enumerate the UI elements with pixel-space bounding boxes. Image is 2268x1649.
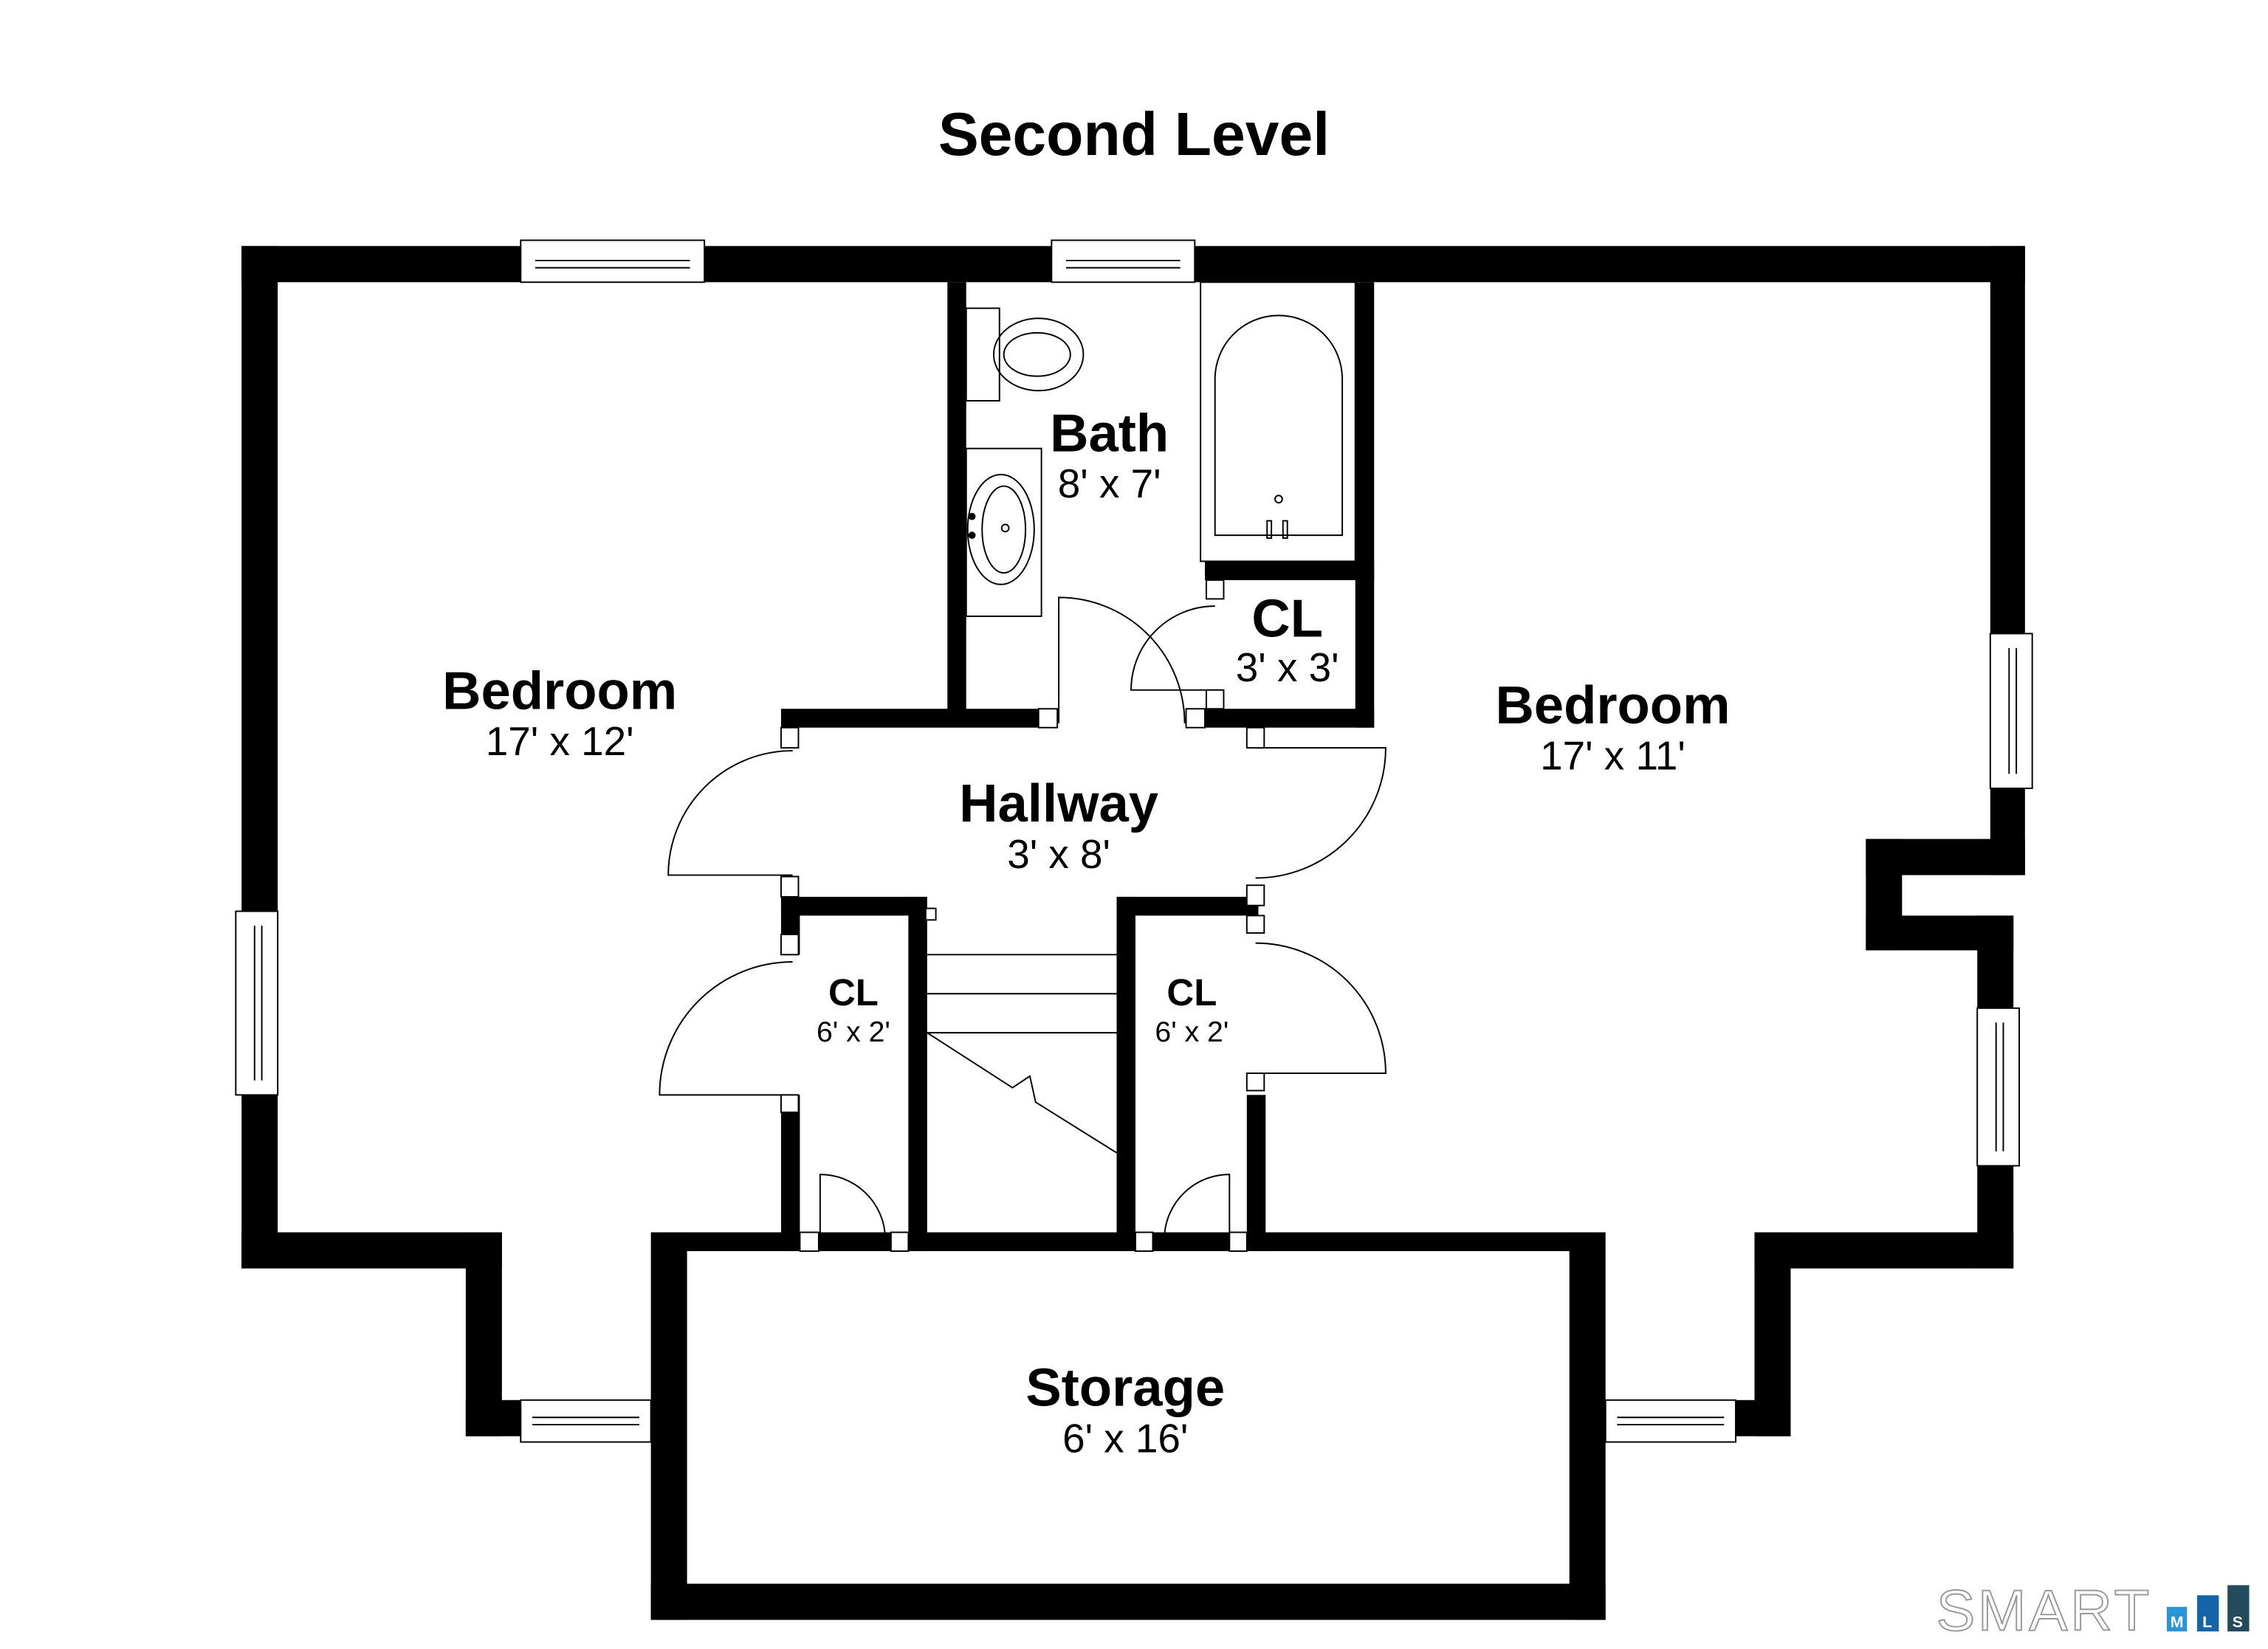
door-closet-right [1255, 942, 1386, 1074]
logo-block-l [2197, 1595, 2219, 1632]
window [1976, 1007, 2020, 1167]
logo-letter: L [2202, 1612, 2212, 1631]
room-name: Bath [1050, 404, 1169, 464]
interior-walls [780, 282, 1375, 1251]
vanity [965, 447, 1042, 617]
logo-block-s [2227, 1585, 2250, 1632]
smart-mls-logo: SMART M L S [1936, 1577, 2250, 1643]
room-name: Storage [1025, 1358, 1225, 1418]
room-dims: 17' x 11' [1540, 733, 1685, 779]
room-name: CL [1166, 971, 1217, 1013]
door-closet-bath [1130, 605, 1215, 691]
room-dims: 6' x 2' [817, 1016, 890, 1048]
room-dims: 17' x 12' [486, 718, 634, 764]
window [235, 910, 279, 1096]
bathtub [1200, 281, 1356, 562]
window [1604, 1399, 1736, 1443]
stairs [924, 907, 1118, 1154]
room-name: CL [1251, 588, 1323, 648]
door-storage-left [819, 1174, 886, 1237]
door-storage-right [1164, 1174, 1231, 1237]
doors [659, 579, 1386, 1252]
room-labels: Bedroom 17' x 12' Bath 8' x 7' CL 3' x 3… [442, 404, 1730, 1462]
toilet-tank [965, 307, 1000, 402]
windows [235, 239, 2033, 1443]
room-dims: 6' x 16' [1062, 1415, 1188, 1461]
sink [966, 473, 1035, 585]
plan-title: Second Level [938, 101, 1330, 168]
room-name: CL [828, 971, 879, 1013]
logo-letter: S [2233, 1612, 2243, 1631]
room-dims: 3' x 3' [1236, 644, 1339, 690]
window [1051, 239, 1196, 283]
room-dims: 6' x 2' [1155, 1016, 1228, 1048]
bath-fixtures [965, 281, 1356, 617]
door-bedroom-right [1255, 747, 1386, 879]
toilet-bowl [992, 317, 1085, 392]
window [1989, 633, 2033, 789]
logo-letter: M [2171, 1612, 2184, 1631]
room-dims: 8' x 7' [1058, 461, 1161, 506]
room-name: Bedroom [1495, 675, 1730, 735]
room-name: Hallway [959, 774, 1158, 833]
logo-block-m [2166, 1606, 2188, 1632]
room-dims: 3' x 8' [1007, 831, 1110, 877]
door-bedroom-left [667, 750, 793, 876]
room-name: Bedroom [442, 661, 677, 720]
window [520, 1399, 652, 1443]
logo-text: SMART [1937, 1577, 2152, 1642]
window [520, 239, 706, 283]
door-bath [1058, 596, 1186, 723]
door-closet-left [659, 961, 793, 1096]
